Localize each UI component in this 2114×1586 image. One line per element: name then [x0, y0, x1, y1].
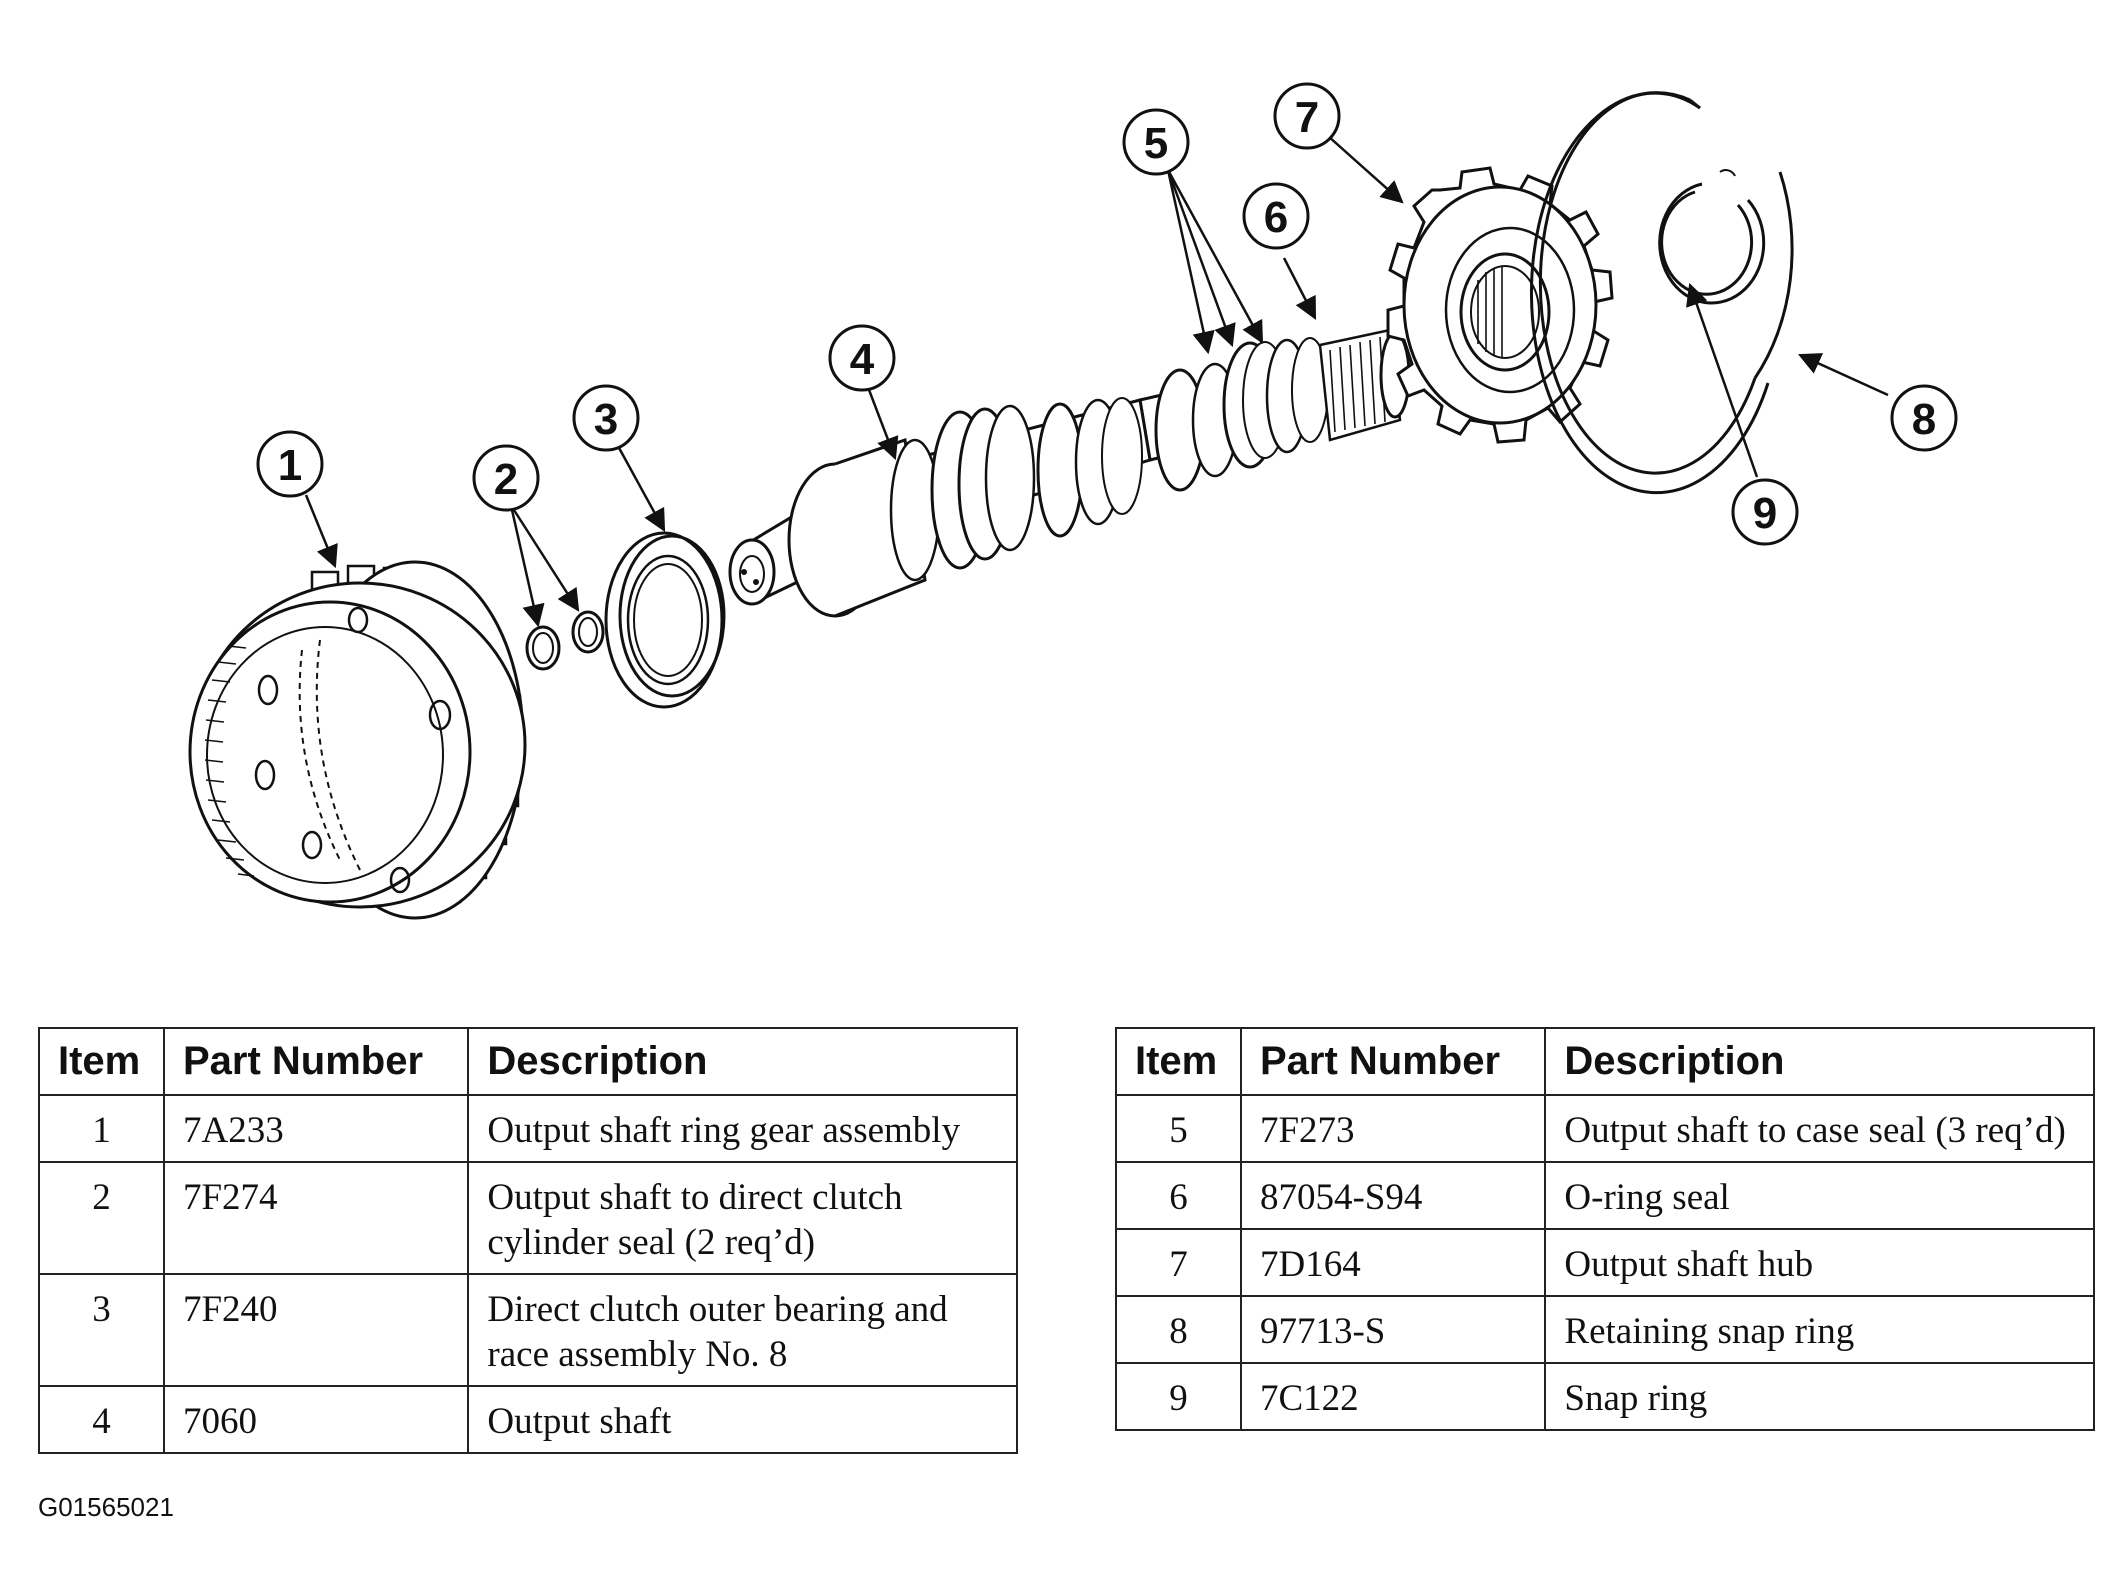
snap-ring-part [1658, 182, 1766, 305]
cell-part-number: 7A233 [162, 1094, 470, 1163]
callout-4: 4 [828, 324, 896, 392]
cell-description: Output shaft to case seal (3 req’d) [1544, 1094, 2095, 1163]
cell-item: 5 [1115, 1094, 1242, 1163]
svg-text:3: 3 [594, 395, 618, 444]
table-row: 2 7F274 Output shaft to direct clutch cy… [38, 1161, 1018, 1275]
cell-description: Output shaft ring gear assembly [467, 1094, 1018, 1163]
cell-part-number: 7F274 [162, 1161, 470, 1275]
table-row: 3 7F240 Direct clutch outer bearing and … [38, 1273, 1018, 1387]
cell-description: Output shaft to direct clutch cylinder s… [467, 1161, 1018, 1275]
ring-gear-holes [254, 606, 452, 894]
svg-text:8: 8 [1912, 395, 1936, 444]
bearing-race-part [604, 531, 726, 709]
table-header-row: Item Part Number Description [38, 1027, 1018, 1096]
header-item: Item [1115, 1027, 1242, 1096]
callout-8: 8 [1890, 384, 1958, 452]
callout-5: 5 [1122, 108, 1190, 176]
exploded-parts-diagram: 1 2 3 4 5 6 7 8 9 [188, 82, 1958, 920]
callout-7: 7 [1273, 82, 1341, 150]
inner-spline-hatching [204, 645, 255, 877]
cell-part-number: 97713-S [1239, 1295, 1547, 1364]
cell-part-number: 7F240 [162, 1273, 470, 1387]
table-row: 4 7060 Output shaft [38, 1385, 1018, 1454]
cell-part-number: 7C122 [1239, 1362, 1547, 1431]
figure-id: G01565021 [38, 1492, 174, 1522]
table-row: 7 7D164 Output shaft hub [1115, 1228, 2095, 1297]
shaft-spline-hatching [1329, 336, 1386, 433]
cell-item: 7 [1115, 1228, 1242, 1297]
callout-1: 1 [256, 430, 324, 498]
header-description: Description [467, 1027, 1018, 1096]
cell-description: Output shaft [467, 1385, 1018, 1454]
cell-item: 9 [1115, 1362, 1242, 1431]
cell-item: 1 [38, 1094, 165, 1163]
cell-item: 4 [38, 1385, 165, 1454]
header-item: Item [38, 1027, 165, 1096]
cell-description: Output shaft hub [1544, 1228, 2095, 1297]
table-row: 9 7C122 Snap ring [1115, 1362, 2095, 1431]
table-row: 1 7A233 Output shaft ring gear assembly [38, 1094, 1018, 1163]
header-part-number: Part Number [162, 1027, 470, 1096]
table-row: 5 7F273 Output shaft to case seal (3 req… [1115, 1094, 2095, 1163]
svg-text:9: 9 [1753, 489, 1777, 538]
ring-gear-assembly-part [188, 560, 527, 920]
clutch-cylinder-seals-part [525, 610, 605, 671]
svg-text:5: 5 [1144, 119, 1168, 168]
cell-description: Retaining snap ring [1544, 1295, 2095, 1364]
table-row: 8 97713-S Retaining snap ring [1115, 1295, 2095, 1364]
parts-table-left: Item Part Number Description 1 7A233 Out… [38, 1027, 1018, 1454]
hub-bore-hatching [1477, 266, 1503, 358]
header-part-number: Part Number [1239, 1027, 1547, 1096]
cell-description: Snap ring [1544, 1362, 2095, 1431]
output-shaft-part [728, 328, 1412, 618]
svg-text:1: 1 [278, 441, 302, 490]
cell-item: 6 [1115, 1161, 1242, 1230]
cell-part-number: 7D164 [1239, 1228, 1547, 1297]
callout-9: 9 [1731, 478, 1799, 546]
callout-6: 6 [1242, 182, 1310, 250]
header-description: Description [1544, 1027, 2095, 1096]
callout-2: 2 [472, 444, 540, 512]
output-shaft-hub-part [1386, 166, 1614, 444]
cell-description: Direct clutch outer bearing and race ass… [467, 1273, 1018, 1387]
table-header-row: Item Part Number Description [1115, 1027, 2095, 1096]
cell-part-number: 7060 [162, 1385, 470, 1454]
callout-3: 3 [572, 384, 640, 452]
svg-text:6: 6 [1264, 193, 1288, 242]
table-row: 6 87054-S94 O-ring seal [1115, 1161, 2095, 1230]
svg-text:4: 4 [850, 335, 875, 384]
cell-part-number: 87054-S94 [1239, 1161, 1547, 1230]
retaining-snap-ring-part [1530, 91, 1794, 495]
svg-text:2: 2 [494, 455, 518, 504]
cell-item: 2 [38, 1161, 165, 1275]
leader-lines [304, 135, 1889, 628]
svg-text:7: 7 [1295, 93, 1319, 142]
cell-item: 3 [38, 1273, 165, 1387]
cell-description: O-ring seal [1544, 1161, 2095, 1230]
cell-part-number: 7F273 [1239, 1094, 1547, 1163]
parts-table-right: Item Part Number Description 5 7F273 Out… [1115, 1027, 2095, 1431]
cell-item: 8 [1115, 1295, 1242, 1364]
